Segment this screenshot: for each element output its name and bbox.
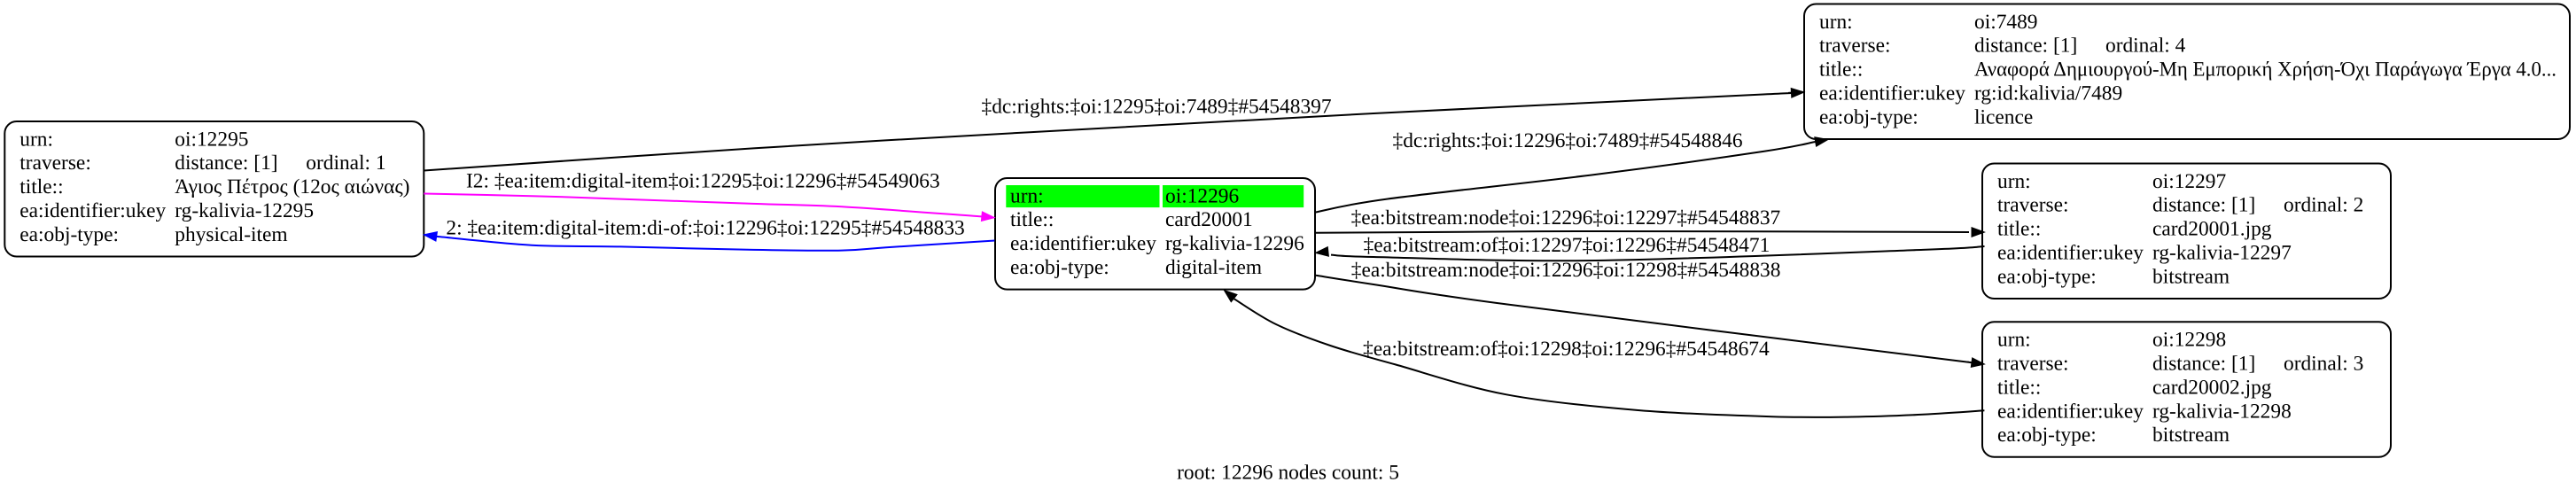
svg-text:oi:12298: oi:12298 bbox=[2152, 329, 2226, 352]
svg-text:‡ea:bitstream:node‡oi:12296‡oi: ‡ea:bitstream:node‡oi:12296‡oi:12298‡#54… bbox=[1351, 259, 1781, 282]
svg-text:physical-item: physical-item bbox=[175, 223, 287, 246]
svg-text:bitstream: bitstream bbox=[2152, 265, 2230, 288]
svg-text:distance: [1]: distance: [1] bbox=[1974, 35, 2077, 58]
svg-text:oi:12295: oi:12295 bbox=[175, 128, 248, 151]
svg-text:rg:id:kalivia/7489: rg:id:kalivia/7489 bbox=[1974, 82, 2122, 105]
svg-text:licence: licence bbox=[1974, 105, 2033, 128]
svg-text:oi:12296: oi:12296 bbox=[1165, 184, 1239, 207]
svg-text:distance: [1]: distance: [1] bbox=[2152, 194, 2255, 217]
svg-text:I2: ‡ea:item:digital-item‡oi:1: I2: ‡ea:item:digital-item‡oi:12295‡oi:12… bbox=[466, 170, 940, 193]
svg-text:oi:7489: oi:7489 bbox=[1974, 11, 2037, 34]
svg-text:digital-item: digital-item bbox=[1165, 256, 1262, 279]
svg-text:traverse:: traverse: bbox=[1997, 194, 2069, 217]
svg-text:2: ‡ea:item:digital-item:di-of: 2: ‡ea:item:digital-item:di-of:‡oi:12296… bbox=[446, 217, 964, 240]
svg-text:distance: [1]: distance: [1] bbox=[175, 152, 277, 175]
svg-text:rg-kalivia-12295: rg-kalivia-12295 bbox=[175, 199, 314, 222]
svg-text:‡ea:bitstream:node‡oi:12296‡oi: ‡ea:bitstream:node‡oi:12296‡oi:12297‡#54… bbox=[1351, 206, 1781, 229]
svg-text:ea:identifier:ukey: ea:identifier:ukey bbox=[1819, 82, 1965, 105]
svg-text:‡ea:bitstream:of‡oi:12297‡oi:1: ‡ea:bitstream:of‡oi:12297‡oi:12296‡#5454… bbox=[1364, 234, 1771, 257]
svg-text:urn:: urn: bbox=[1010, 184, 1044, 207]
svg-text:ea:obj-type:: ea:obj-type: bbox=[19, 223, 119, 246]
svg-text:‡ea:bitstream:of‡oi:12298‡oi:1: ‡ea:bitstream:of‡oi:12298‡oi:12296‡#5454… bbox=[1363, 338, 1770, 361]
svg-text:ea:obj-type:: ea:obj-type: bbox=[1997, 265, 2097, 288]
svg-text:traverse:: traverse: bbox=[19, 152, 91, 175]
svg-text:urn:: urn: bbox=[1997, 329, 2031, 352]
svg-text:ea:obj-type:: ea:obj-type: bbox=[1819, 105, 1918, 128]
svg-text:card20002.jpg: card20002.jpg bbox=[2152, 376, 2272, 399]
svg-text:traverse:: traverse: bbox=[1997, 353, 2069, 376]
svg-text:title::: title:: bbox=[1997, 376, 2041, 399]
svg-text:ea:identifier:ukey: ea:identifier:ukey bbox=[1997, 400, 2144, 423]
svg-text:ordinal: 1: ordinal: 1 bbox=[306, 152, 385, 175]
svg-text:rg-kalivia-12297: rg-kalivia-12297 bbox=[2152, 242, 2292, 265]
svg-text:Αναφορά Δημιουργού-Μη Εμπορική: Αναφορά Δημιουργού-Μη Εμπορική Χρήση-Όχι… bbox=[1974, 58, 2557, 82]
svg-text:distance: [1]: distance: [1] bbox=[2152, 353, 2255, 376]
svg-text:‡dc:rights:‡oi:12296‡oi:7489‡#: ‡dc:rights:‡oi:12296‡oi:7489‡#54548846 bbox=[1393, 129, 1743, 152]
svg-text:title::: title:: bbox=[1997, 218, 2041, 241]
svg-text:Άγιος Πέτρος (12ος αιώνας): Άγιος Πέτρος (12ος αιώνας) bbox=[175, 175, 409, 198]
svg-text:ea:identifier:ukey: ea:identifier:ukey bbox=[19, 199, 166, 222]
svg-text:title::: title:: bbox=[19, 175, 63, 198]
svg-text:‡dc:rights:‡oi:12295‡oi:7489‡#: ‡dc:rights:‡oi:12295‡oi:7489‡#54548397 bbox=[982, 96, 1332, 119]
svg-text:ea:obj-type:: ea:obj-type: bbox=[1010, 256, 1109, 279]
svg-text:urn:: urn: bbox=[1819, 11, 1853, 34]
svg-text:ordinal: 4: ordinal: 4 bbox=[2105, 35, 2186, 58]
svg-text:root: 12296 nodes count: 5: root: 12296 nodes count: 5 bbox=[1177, 462, 1399, 485]
svg-text:rg-kalivia-12296: rg-kalivia-12296 bbox=[1165, 232, 1304, 255]
svg-text:urn:: urn: bbox=[19, 128, 53, 151]
svg-text:bitstream: bitstream bbox=[2152, 424, 2230, 447]
svg-text:traverse:: traverse: bbox=[1819, 35, 1891, 58]
svg-text:ea:obj-type:: ea:obj-type: bbox=[1997, 424, 2097, 447]
svg-text:oi:12297: oi:12297 bbox=[2152, 170, 2226, 193]
svg-text:ea:identifier:ukey: ea:identifier:ukey bbox=[1997, 242, 2144, 265]
svg-text:card20001.jpg: card20001.jpg bbox=[2152, 218, 2272, 241]
svg-text:rg-kalivia-12298: rg-kalivia-12298 bbox=[2152, 400, 2292, 423]
svg-text:ordinal: 2: ordinal: 2 bbox=[2284, 194, 2363, 217]
svg-text:title::: title:: bbox=[1819, 58, 1863, 82]
svg-text:card20001: card20001 bbox=[1165, 208, 1253, 231]
svg-text:title::: title:: bbox=[1010, 208, 1054, 231]
svg-text:urn:: urn: bbox=[1997, 170, 2031, 193]
svg-text:ea:identifier:ukey: ea:identifier:ukey bbox=[1010, 232, 1156, 255]
svg-text:ordinal: 3: ordinal: 3 bbox=[2284, 353, 2363, 376]
